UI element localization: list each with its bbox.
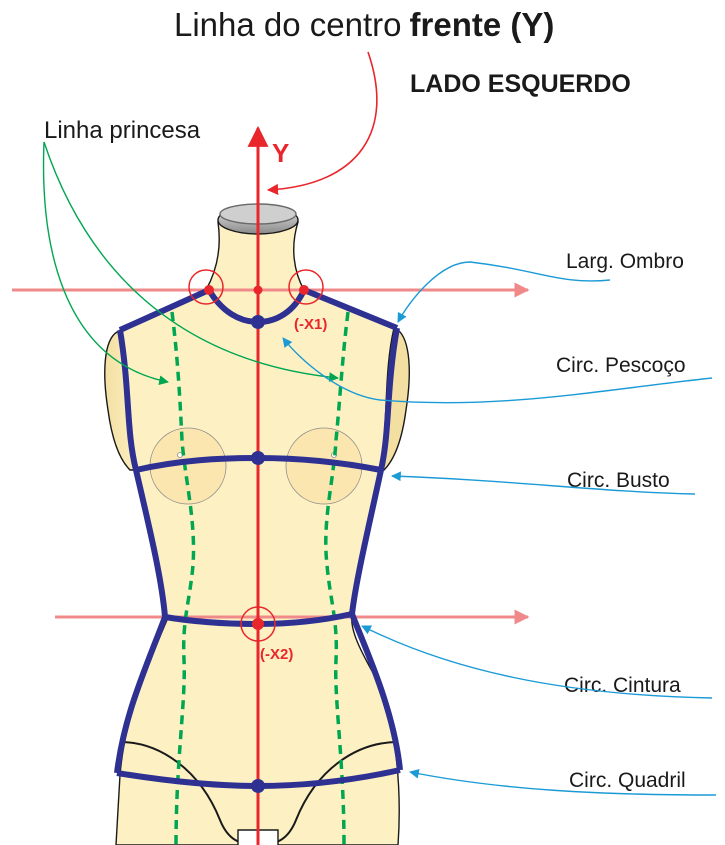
waist-marker bbox=[240, 606, 276, 642]
left-neck-marker bbox=[188, 269, 224, 305]
y-axis-label: Y bbox=[272, 138, 289, 168]
princess-lines bbox=[170, 311, 350, 845]
shoulder-left-point bbox=[204, 285, 214, 295]
hip-center-point bbox=[251, 779, 265, 793]
callout-shoulder: Larg. Ombro bbox=[397, 250, 684, 323]
callout-hip: Circ. Quadril bbox=[409, 768, 717, 796]
callout-neck: Circ. Pescoço bbox=[282, 337, 713, 404]
right-neck-marker bbox=[288, 269, 324, 305]
horizontal-guides bbox=[12, 282, 530, 625]
bust-label: Circ. Busto bbox=[567, 469, 670, 492]
waist-label: Circ. Cintura bbox=[564, 674, 681, 697]
axis-points bbox=[204, 285, 309, 793]
neck-front-point bbox=[251, 315, 265, 329]
princess-line-left bbox=[170, 311, 196, 845]
x1-label: (-X1) bbox=[294, 316, 327, 333]
princess-pointers bbox=[42, 141, 339, 386]
waist-center-point bbox=[252, 618, 264, 630]
marker-circles bbox=[188, 269, 324, 642]
left-side-title: LADO ESQUERDO bbox=[410, 70, 631, 98]
callout-waist: Circ. Cintura bbox=[361, 625, 713, 699]
shoulder-right-point bbox=[299, 285, 309, 295]
bust-center-point bbox=[251, 451, 265, 465]
callout-bust: Circ. Busto bbox=[391, 469, 696, 495]
neck-label: Circ. Pescoço bbox=[556, 354, 686, 377]
princess-line-right bbox=[324, 311, 350, 845]
x2-label: (-X2) bbox=[260, 646, 293, 663]
shoulder-label: Larg. Ombro bbox=[566, 250, 684, 273]
right-side-seam bbox=[349, 327, 403, 771]
hip-label: Circ. Quadril bbox=[569, 769, 686, 792]
measurement-callouts: Larg. Ombro Circ. Pescoço Circ. Busto Ci… bbox=[282, 250, 717, 796]
left-side-seam bbox=[114, 329, 168, 774]
princess-line-label: Linha princesa bbox=[44, 117, 201, 144]
title-pointer-arrow bbox=[266, 51, 378, 196]
neck-top-point bbox=[253, 285, 263, 295]
